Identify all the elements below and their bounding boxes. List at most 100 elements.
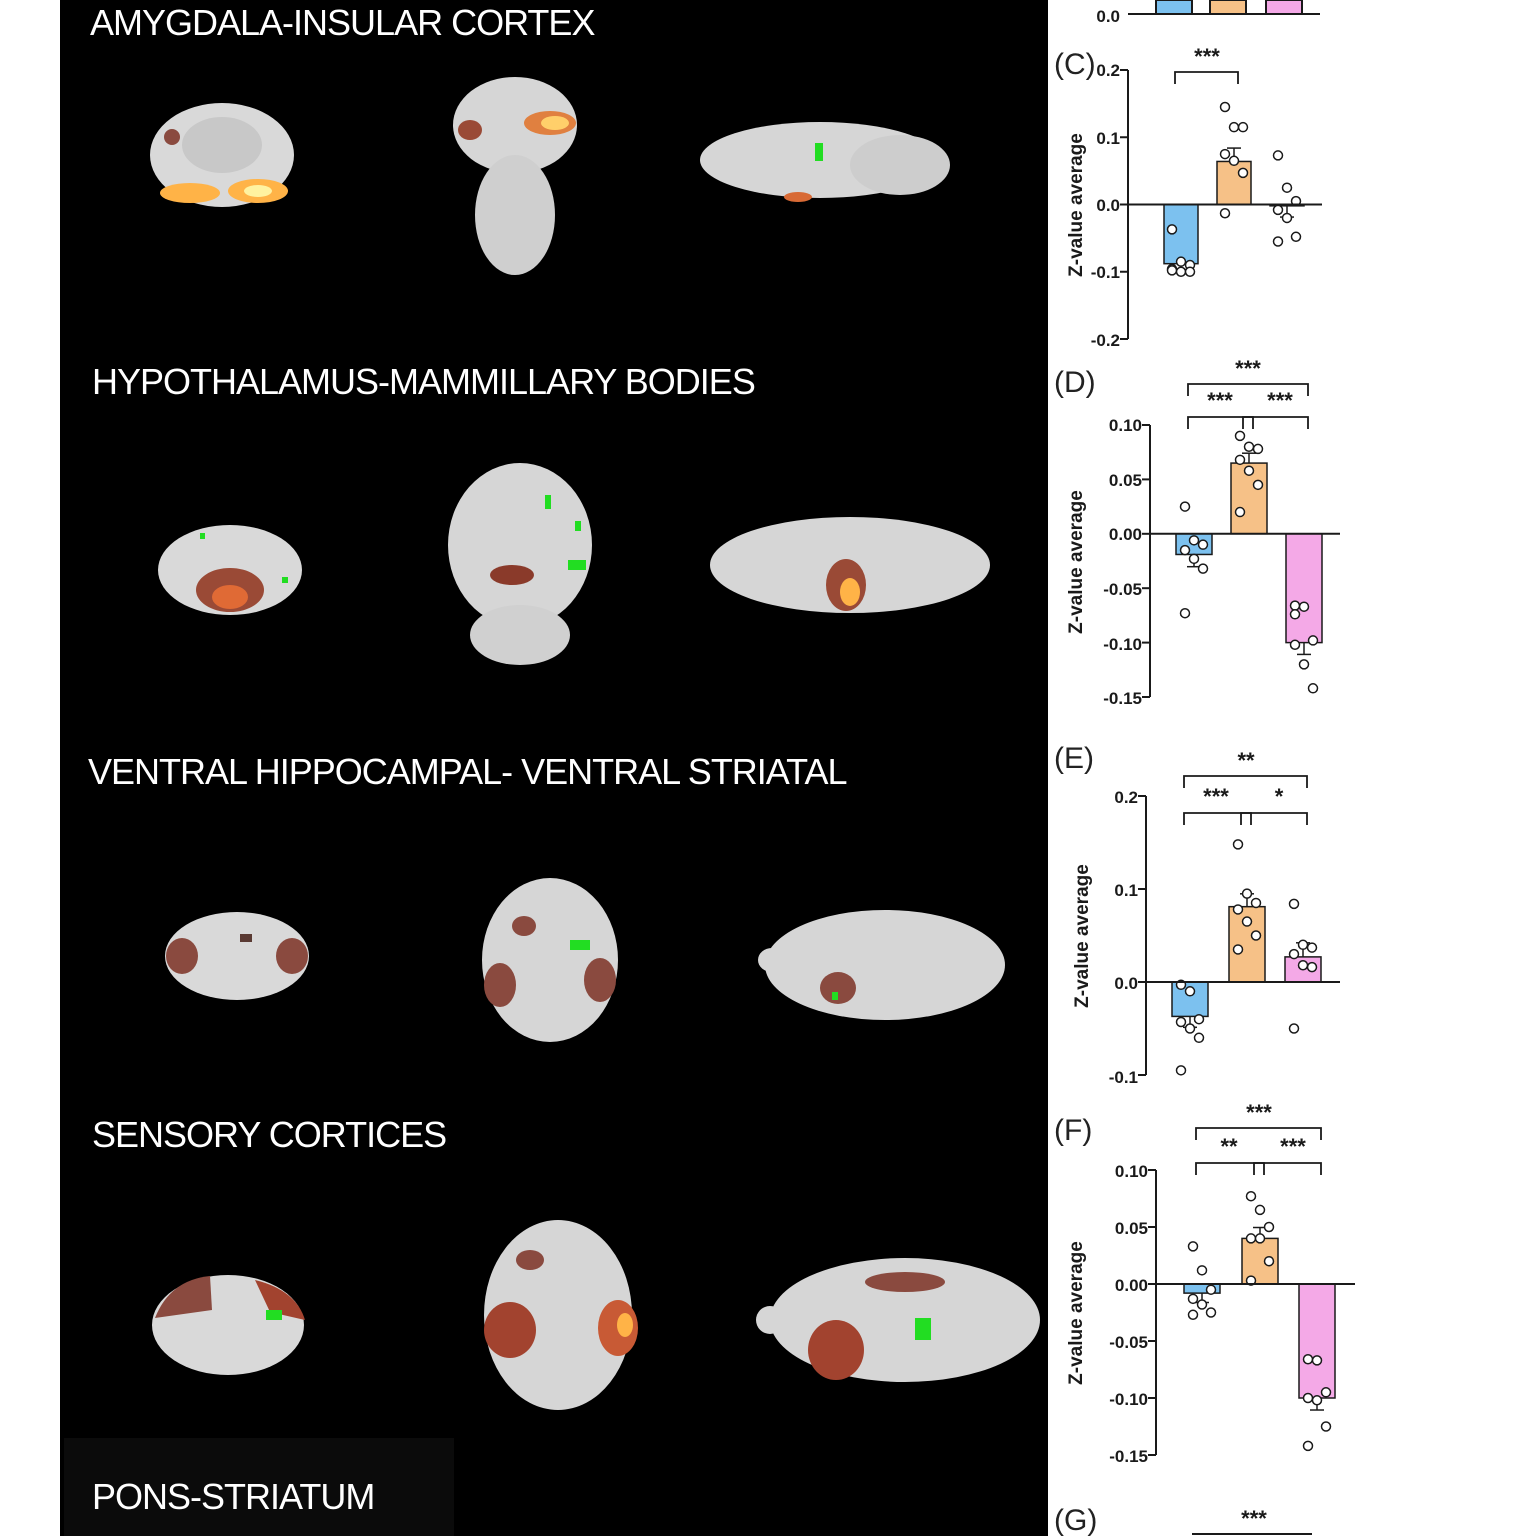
chart-e-data-point xyxy=(1297,960,1309,971)
chart-e-data-point xyxy=(1184,986,1196,997)
chart-panel-b: 0.0 xyxy=(1096,0,1320,26)
chart-e-data-point xyxy=(1288,898,1300,910)
brain-row-hypothalamus xyxy=(158,463,990,665)
chart-d-significance-label: *** xyxy=(1207,388,1233,413)
chart-f-data-point xyxy=(1205,1307,1217,1318)
coronal-brain-slice-image xyxy=(152,1275,305,1375)
chart-b-ytick-label: 0.0 xyxy=(1096,7,1120,26)
chart-f-data-point xyxy=(1302,1353,1314,1365)
chart-d-data-point xyxy=(1179,607,1191,619)
chart-f-significance-bracket xyxy=(1195,1127,1322,1140)
chart-d-data-point xyxy=(1307,635,1319,646)
chart-f-bar-3 xyxy=(1298,1283,1336,1399)
chart-c-ytick-label: 0.0 xyxy=(1096,196,1120,215)
chart-e-data-point xyxy=(1297,939,1309,951)
section-title-ventral-hippocampal: VENTRAL HIPPOCAMPAL- VENTRAL STRIATAL xyxy=(88,751,847,792)
chart-d-data-point xyxy=(1298,601,1310,612)
chart-c-data-point xyxy=(1228,155,1240,167)
chart-c-bar-2 xyxy=(1216,160,1252,206)
chart-d-data-point xyxy=(1307,683,1319,694)
chart-d-data-point xyxy=(1179,501,1191,512)
sagittal-brain-slice-image xyxy=(758,910,1005,1020)
chart-e-data-point xyxy=(1232,904,1244,915)
chart-c-data-point xyxy=(1272,204,1284,216)
chart-panel-f: (F) Z-value average 0.10 0.05 0.00 -0.05… xyxy=(1054,1100,1306,1466)
chart-f-ytick-label: 0.00 xyxy=(1115,1276,1148,1295)
chart-b-bar-2 xyxy=(1209,0,1247,15)
chart-c-data-point xyxy=(1166,265,1178,276)
chart-d-significance-bracket xyxy=(1187,383,1309,396)
chart-f-significance-label: *** xyxy=(1280,1134,1306,1159)
chart-c-data-point xyxy=(1228,121,1240,133)
chart-c-data-point xyxy=(1237,121,1249,133)
chart-e-data-point xyxy=(1288,948,1300,960)
chart-e-data-point xyxy=(1241,888,1253,899)
chart-e-data-point xyxy=(1250,930,1262,941)
chart-f-data-point xyxy=(1196,1265,1208,1276)
chart-f-data-point xyxy=(1205,1284,1217,1295)
chart-e-significance-label: ** xyxy=(1237,748,1255,773)
chart-c-data-point xyxy=(1175,256,1187,267)
chart-e-data-point xyxy=(1193,1013,1205,1025)
chart-e-ytick-label: -0.1 xyxy=(1109,1068,1138,1087)
chart-f-panel-label: (F) xyxy=(1054,1114,1092,1147)
chart-g-significance-label: *** xyxy=(1241,1506,1267,1531)
chart-f-data-point xyxy=(1263,1255,1275,1267)
chart-d-data-point xyxy=(1197,563,1209,574)
coronal-brain-slice-image xyxy=(150,103,294,207)
chart-e-panel-label: (E) xyxy=(1054,742,1094,775)
chart-e-data-point xyxy=(1232,839,1244,850)
chart-f-data-point xyxy=(1302,1392,1314,1404)
brain-image-panel-inset xyxy=(64,1438,454,1536)
chart-e-data-point xyxy=(1306,942,1318,953)
chart-c-panel-label: (C) xyxy=(1054,48,1096,81)
chart-f-significance-bracket xyxy=(1195,1162,1265,1175)
chart-c-data-point xyxy=(1184,266,1196,277)
chart-e-significance-label: * xyxy=(1275,784,1284,809)
chart-d-data-point xyxy=(1179,544,1191,556)
chart-f-data-point xyxy=(1187,1241,1199,1252)
chart-c-ytick-label: 0.1 xyxy=(1096,129,1120,148)
chart-e-data-point xyxy=(1193,1032,1205,1044)
chart-c-ytick-label: -0.1 xyxy=(1091,263,1120,282)
brain-row-sensory xyxy=(152,1220,1040,1410)
chart-e-data-point xyxy=(1241,916,1253,927)
chart-f-data-point xyxy=(1187,1309,1199,1321)
chart-c-ylabel: Z-value average xyxy=(1066,133,1087,277)
chart-d-significance-label: *** xyxy=(1267,388,1293,413)
chart-f-significance-label: *** xyxy=(1246,1100,1272,1125)
chart-f-significance-bracket xyxy=(1253,1162,1322,1175)
chart-e-significance-bracket xyxy=(1183,775,1308,788)
chart-c-data-point xyxy=(1219,101,1231,113)
chart-d-data-point xyxy=(1252,443,1264,455)
chart-c-significance-bracket xyxy=(1174,71,1239,84)
chart-b-bar-3 xyxy=(1265,0,1303,15)
chart-d-ytick-label: -0.10 xyxy=(1103,635,1142,654)
chart-c-data-point xyxy=(1166,224,1178,235)
chart-e-ylabel: Z-value average xyxy=(1072,864,1093,1008)
chart-c-data-point xyxy=(1290,231,1302,243)
chart-c-bar-1 xyxy=(1163,203,1199,265)
chart-d-data-point xyxy=(1289,600,1301,611)
chart-f-ytick-label: -0.15 xyxy=(1109,1447,1148,1466)
chart-c-data-point xyxy=(1219,148,1231,160)
chart-c-data-point xyxy=(1219,207,1231,219)
chart-f-data-point xyxy=(1320,1421,1332,1432)
brain-row-amygdala xyxy=(150,77,950,275)
chart-c-ytick-label: 0.2 xyxy=(1096,61,1120,80)
chart-d-significance-bracket xyxy=(1187,416,1254,429)
chart-d-data-point xyxy=(1298,659,1310,670)
chart-f-significance-label: ** xyxy=(1220,1134,1238,1159)
chart-f-data-point xyxy=(1245,1190,1257,1202)
chart-f-data-point xyxy=(1254,1204,1266,1216)
section-title-pons-striatum: PONS-STRIATUM xyxy=(92,1476,375,1517)
sagittal-brain-slice-image xyxy=(756,1258,1040,1382)
coronal-brain-slice-image xyxy=(165,912,309,1000)
chart-d-ytick-label: -0.15 xyxy=(1103,689,1142,708)
chart-d-ytick-label: -0.05 xyxy=(1103,580,1142,599)
chart-e-data-point xyxy=(1288,1023,1300,1034)
chart-c-data-point xyxy=(1272,236,1284,247)
chart-d-data-point xyxy=(1234,506,1246,518)
chart-f-data-point xyxy=(1254,1233,1266,1244)
